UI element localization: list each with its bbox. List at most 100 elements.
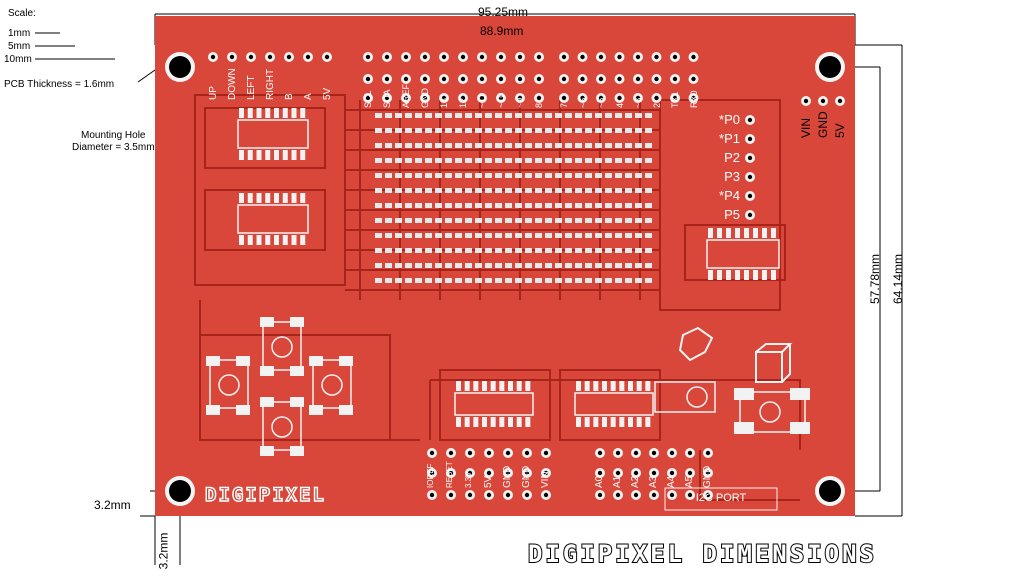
ic-pin (636, 417, 642, 427)
header-pin (420, 52, 430, 62)
matrix-pad (595, 128, 602, 133)
ic-pin (274, 193, 279, 203)
matrix-pad (555, 143, 562, 148)
matrix-pad (545, 113, 552, 118)
silk-label: 5V (322, 87, 333, 100)
buttons (209, 321, 806, 451)
matrix-pad (635, 158, 642, 163)
silk-label: LEFT (246, 75, 257, 100)
board-logo: DIGIPIXEL (204, 483, 326, 507)
button-pads (206, 317, 810, 456)
matrix-pad (475, 263, 482, 268)
matrix-pad (625, 278, 632, 283)
ic-pin (753, 270, 758, 280)
matrix-pad (545, 173, 552, 178)
matrix-pad (555, 128, 562, 133)
matrix-pad (385, 173, 392, 178)
ic-pin (291, 150, 297, 160)
header-pin (522, 468, 532, 478)
matrix-pad (545, 218, 552, 223)
matrix-pad (475, 218, 482, 223)
header-pin (208, 52, 218, 62)
matrix-pad (565, 188, 572, 193)
matrix-pad (635, 278, 642, 283)
header-pin (745, 191, 755, 201)
ic-pin (456, 417, 461, 427)
matrix-pad (375, 203, 382, 208)
ic-pin (593, 417, 599, 427)
power-label: 5V (833, 123, 847, 138)
header-pin (503, 448, 513, 458)
matrix-pad (445, 203, 452, 208)
matrix-pad (465, 203, 472, 208)
matrix-pad (455, 113, 462, 118)
matrix-pad (455, 128, 462, 133)
matrix-pad (645, 173, 652, 178)
matrix-pad (475, 203, 482, 208)
header-pin (688, 52, 699, 62)
matrix-pad (585, 143, 592, 148)
header-pin (633, 74, 643, 84)
matrix-pad (415, 248, 422, 253)
matrix-pad (625, 158, 632, 163)
ic-pin (473, 417, 479, 427)
matrix-pad (395, 263, 402, 268)
matrix-pad (645, 128, 652, 133)
header-pin (363, 74, 373, 84)
matrix-pad (615, 158, 622, 163)
matrix-pad (475, 278, 482, 283)
matrix-pad (385, 128, 392, 133)
ic-pin (602, 381, 607, 391)
matrix-pad (495, 158, 502, 163)
matrix-pad (395, 158, 402, 163)
matrix-pad (515, 203, 522, 208)
matrix-pad (395, 233, 402, 238)
matrix-pad (395, 173, 402, 178)
ic-pin (610, 417, 616, 427)
silk-label: RIGHT (265, 68, 276, 100)
header-pin (818, 96, 828, 106)
header-pin (284, 52, 294, 62)
ic-pin (464, 417, 470, 427)
ic-pin (247, 235, 253, 245)
header-pin (577, 93, 588, 103)
ic-pin (717, 270, 722, 280)
matrix-pad (515, 233, 522, 238)
matrix-pad (575, 143, 582, 148)
matrix-pad (595, 203, 602, 208)
header-pin (446, 448, 456, 458)
matrix-pad (555, 158, 562, 163)
matrix-pad (525, 143, 532, 148)
mounting-holes (165, 52, 845, 506)
matrix-pad (385, 113, 392, 118)
matrix-pad (435, 248, 442, 253)
matrix-pad (455, 158, 462, 163)
matrix-pad (455, 143, 462, 148)
matrix-pad (565, 278, 572, 283)
matrix-pad (495, 278, 502, 283)
matrix-pad (605, 278, 612, 283)
matrix-pad (515, 263, 522, 268)
matrix-pad (595, 158, 602, 163)
ic-pin (282, 108, 288, 118)
matrix-pad (575, 158, 582, 163)
header-pin (465, 490, 475, 500)
header-pin (322, 52, 332, 62)
header-pin (703, 448, 713, 458)
header-pin (613, 448, 623, 458)
matrix-pad (495, 263, 502, 268)
ic-pin (744, 270, 749, 280)
matrix-pad (495, 248, 502, 253)
matrix-pad (605, 113, 612, 118)
header-pin (801, 96, 811, 106)
matrix-pad (485, 188, 492, 193)
matrix-pad (555, 233, 562, 238)
matrix-pad (645, 188, 652, 193)
pcb-thickness: PCB Thickness = 1.6mm (4, 79, 115, 90)
matrix-pad (495, 113, 502, 118)
matrix-pad (375, 143, 382, 148)
matrix-pad (505, 218, 512, 223)
matrix-pad (415, 233, 422, 238)
matrix-pad (485, 173, 492, 178)
matrix-pad (585, 173, 592, 178)
